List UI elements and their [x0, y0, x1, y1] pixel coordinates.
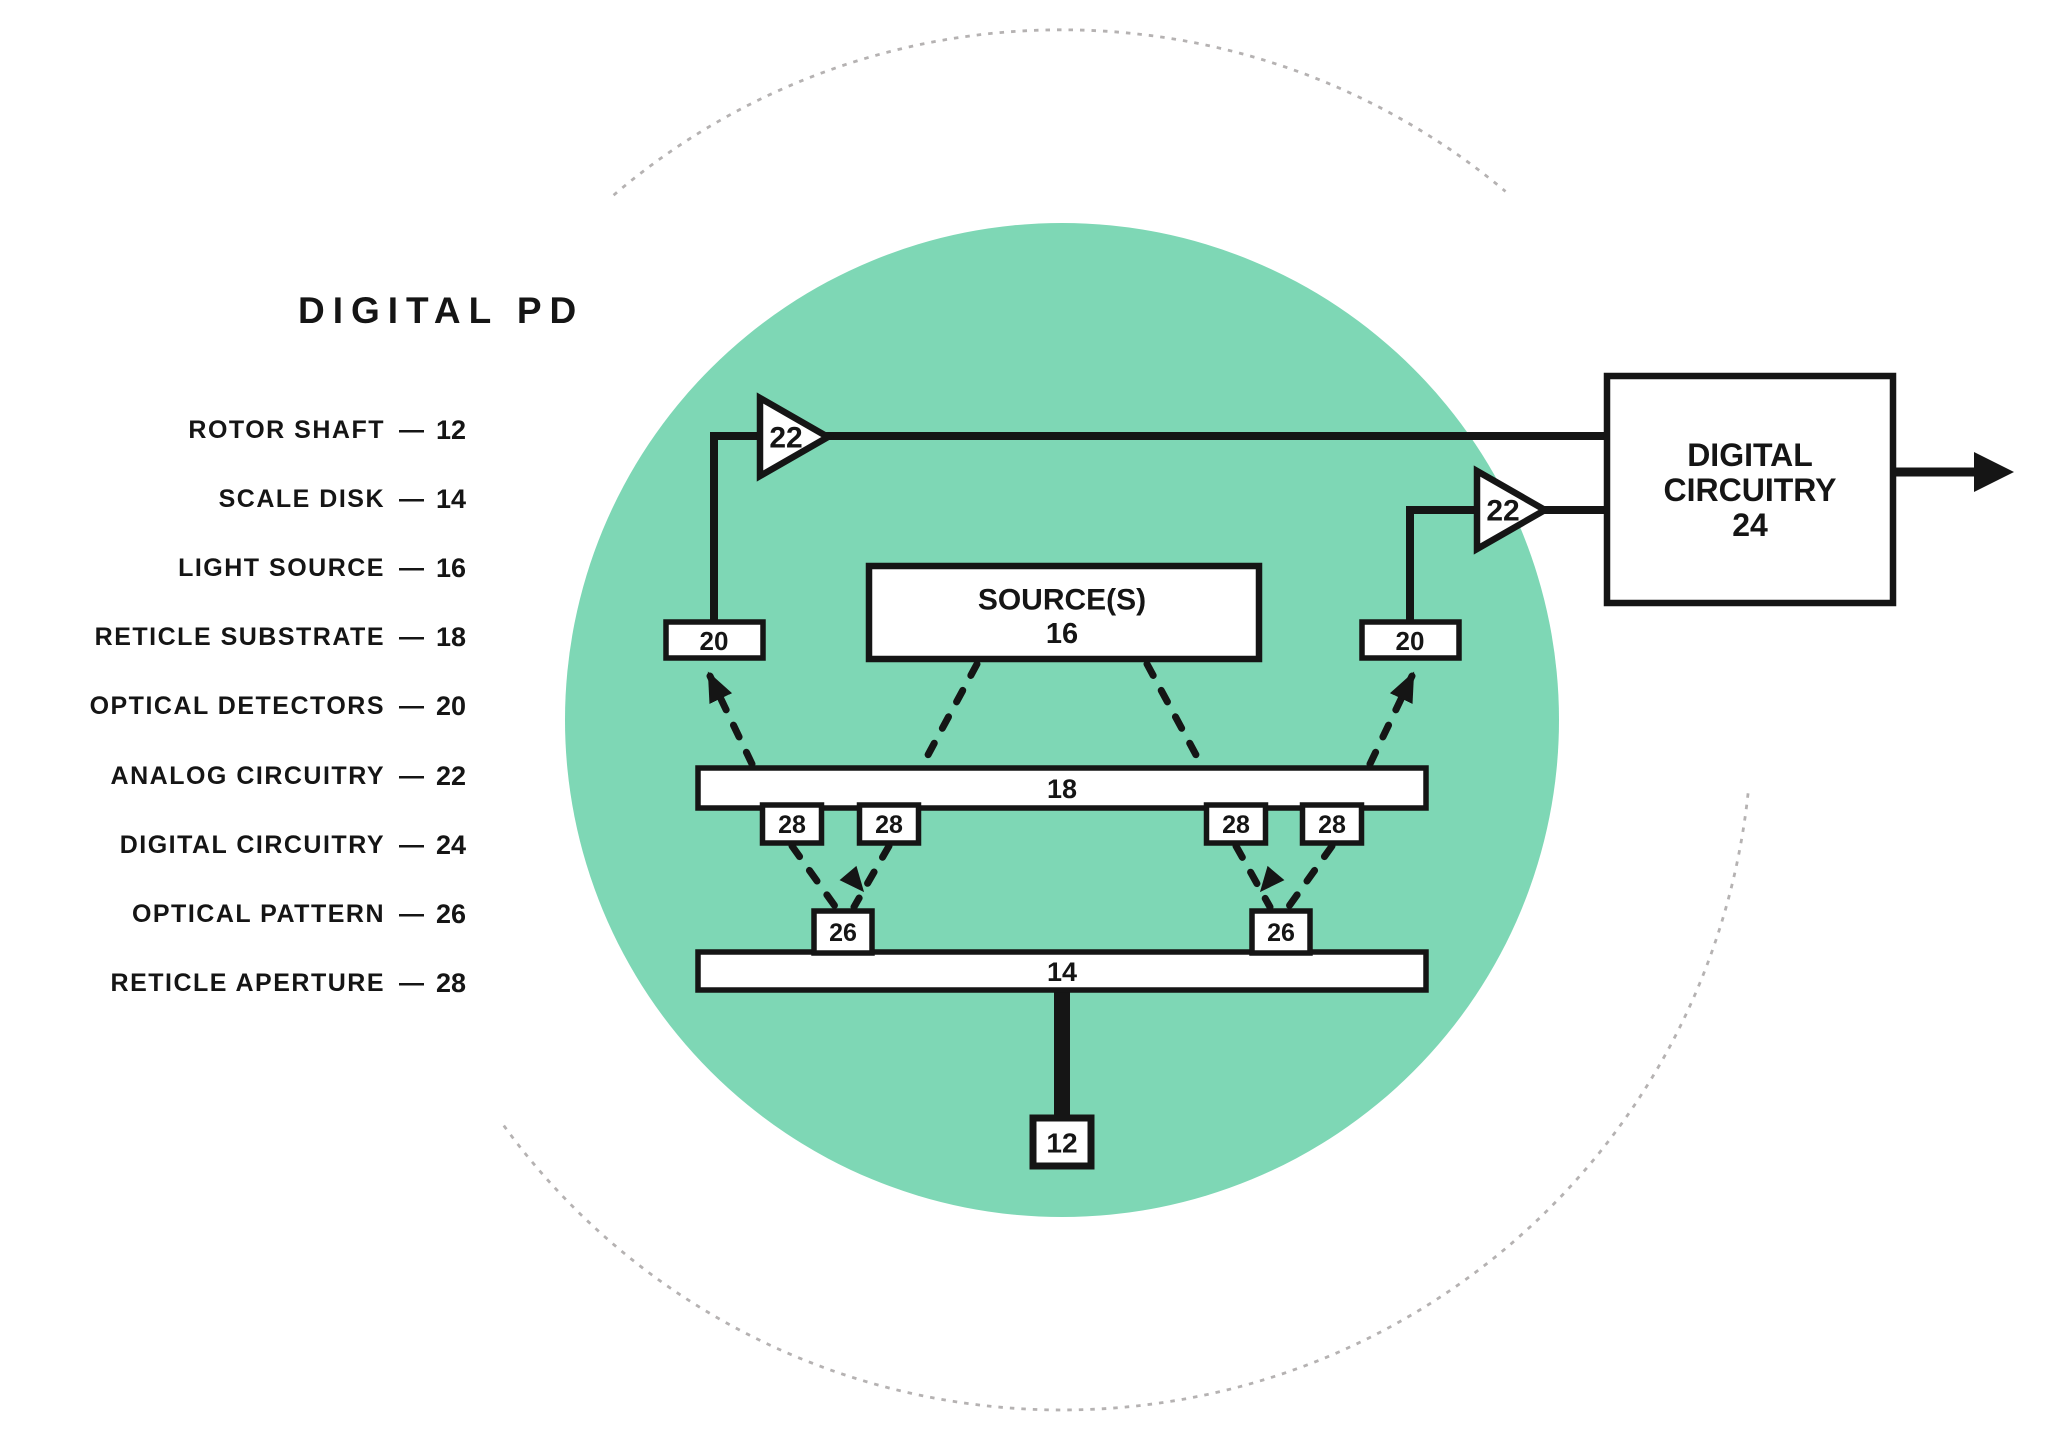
pattern-box-right: [1249, 908, 1313, 956]
aperture-label-3: 28: [1222, 811, 1250, 839]
page-title: DIGITAL PD: [298, 290, 585, 331]
analog-amp-right: [1473, 465, 1552, 555]
ray-aperture-left-inner: [850, 842, 893, 911]
legend-dash: —: [399, 899, 424, 928]
digital-box-number: 24: [1732, 507, 1768, 543]
detector-left-label: 20: [700, 626, 729, 656]
pattern-label-right: 26: [1267, 919, 1295, 947]
legend-number: 24: [436, 829, 467, 860]
aperture-label-4: 28: [1318, 811, 1346, 839]
digital-box-line2: CIRCUITRY: [1663, 472, 1836, 508]
legend-row-light-source: LIGHT SOURCE — 16: [0, 534, 472, 603]
aperture-box-1: [759, 802, 825, 846]
legend-label: DIGITAL CIRCUITRY: [119, 830, 385, 859]
legend-label: OPTICAL DETECTORS: [89, 692, 385, 721]
legend-label: RETICLE APERTURE: [110, 968, 385, 997]
legend-label: SCALE DISK: [218, 485, 385, 514]
legend-number: 14: [436, 484, 467, 515]
legend-row-digital-circuitry: DIGITAL CIRCUITRY — 24: [0, 811, 472, 880]
ray-to-detector-right: [1366, 671, 1416, 768]
source-box-number: 16: [1046, 618, 1078, 650]
legend-row-reticle-aperture: RETICLE APERTURE — 28: [0, 949, 472, 1018]
amp-right-label: 22: [1486, 495, 1519, 528]
ray-source-left: [918, 660, 981, 770]
aperture-box-4: [1299, 802, 1365, 846]
legend-dash: —: [399, 485, 424, 514]
detector-left-wire: [710, 432, 764, 622]
amp-left-label: 22: [769, 422, 802, 455]
legend-row-rotor-shaft: ROTOR SHAFT — 12: [0, 396, 472, 465]
legend-label: ANALOG CIRCUITRY: [110, 761, 385, 790]
legend-number: 18: [436, 622, 467, 653]
ray-to-detector-left: [706, 671, 756, 768]
ray-source-right: [1143, 660, 1206, 770]
legend-dash: —: [399, 692, 424, 721]
aperture-label-1: 28: [778, 811, 806, 839]
pattern-label-left: 26: [829, 919, 857, 947]
pattern-box-left: [811, 908, 875, 956]
detector-right-wire: [1406, 506, 1481, 622]
arrowhead-left-pattern: [839, 865, 865, 893]
reticle-bar-label: 18: [1047, 774, 1077, 804]
legend: ROTOR SHAFT — 12 SCALE DISK — 14 LIGHT S…: [0, 396, 472, 1018]
legend-dash: —: [399, 761, 424, 790]
ray-aperture-right-inner: [1232, 842, 1274, 911]
aperture-box-2: [856, 802, 922, 846]
source-box-label: SOURCE(S): [978, 584, 1146, 617]
source-box: [865, 562, 1263, 663]
legend-row-scale-disk: SCALE DISK — 14: [0, 465, 472, 534]
aperture-box-3: [1203, 802, 1269, 846]
legend-label: RETICLE SUBSTRATE: [94, 623, 385, 652]
reticle-substrate-bar: [695, 765, 1429, 811]
legend-row-optical-pattern: OPTICAL PATTERN — 26: [0, 880, 472, 949]
analog-amp-left: [756, 392, 835, 482]
output-arrow-head: [1974, 452, 2014, 492]
ray-aperture-right-outer: [1283, 842, 1336, 913]
detector-right-label: 20: [1396, 626, 1425, 656]
legend-label: LIGHT SOURCE: [178, 554, 385, 583]
detector-box-right: [1359, 619, 1462, 661]
legend-row-optical-detectors: OPTICAL DETECTORS — 20: [0, 672, 472, 741]
rotor-shaft-box: [1029, 1114, 1095, 1170]
legend-row-analog-circuitry: ANALOG CIRCUITRY — 22: [0, 741, 472, 810]
rotor-shaft-label: 12: [1046, 1128, 1077, 1159]
legend-number: 22: [436, 760, 467, 791]
legend-number: 20: [436, 691, 467, 722]
legend-number: 26: [436, 898, 467, 929]
scale-disk-bar: [695, 949, 1429, 993]
rotor-shaft-stem: [1054, 986, 1070, 1122]
legend-label: OPTICAL PATTERN: [131, 899, 385, 928]
digital-circuitry-box: [1603, 372, 1897, 607]
legend-dash: —: [399, 554, 424, 583]
legend-dash: —: [399, 623, 424, 652]
scale-bar-label: 14: [1047, 957, 1077, 987]
legend-number: 12: [436, 415, 467, 446]
legend-dash: —: [399, 968, 424, 997]
dotted-arc-bottom: [502, 791, 1750, 1412]
arrowhead-right-pattern: [1259, 865, 1285, 893]
legend-dash: —: [399, 416, 424, 445]
dotted-arc-top: [612, 28, 1507, 197]
legend-number: 16: [436, 553, 467, 584]
ray-aperture-left-outer: [788, 842, 841, 913]
detector-box-left: [663, 619, 766, 661]
digital-box-line1: DIGITAL: [1687, 437, 1813, 473]
aperture-label-2: 28: [875, 811, 903, 839]
legend-row-reticle-substrate: RETICLE SUBSTRATE — 18: [0, 603, 472, 672]
legend-label: ROTOR SHAFT: [188, 416, 385, 445]
legend-dash: —: [399, 830, 424, 859]
legend-number: 28: [436, 967, 467, 998]
